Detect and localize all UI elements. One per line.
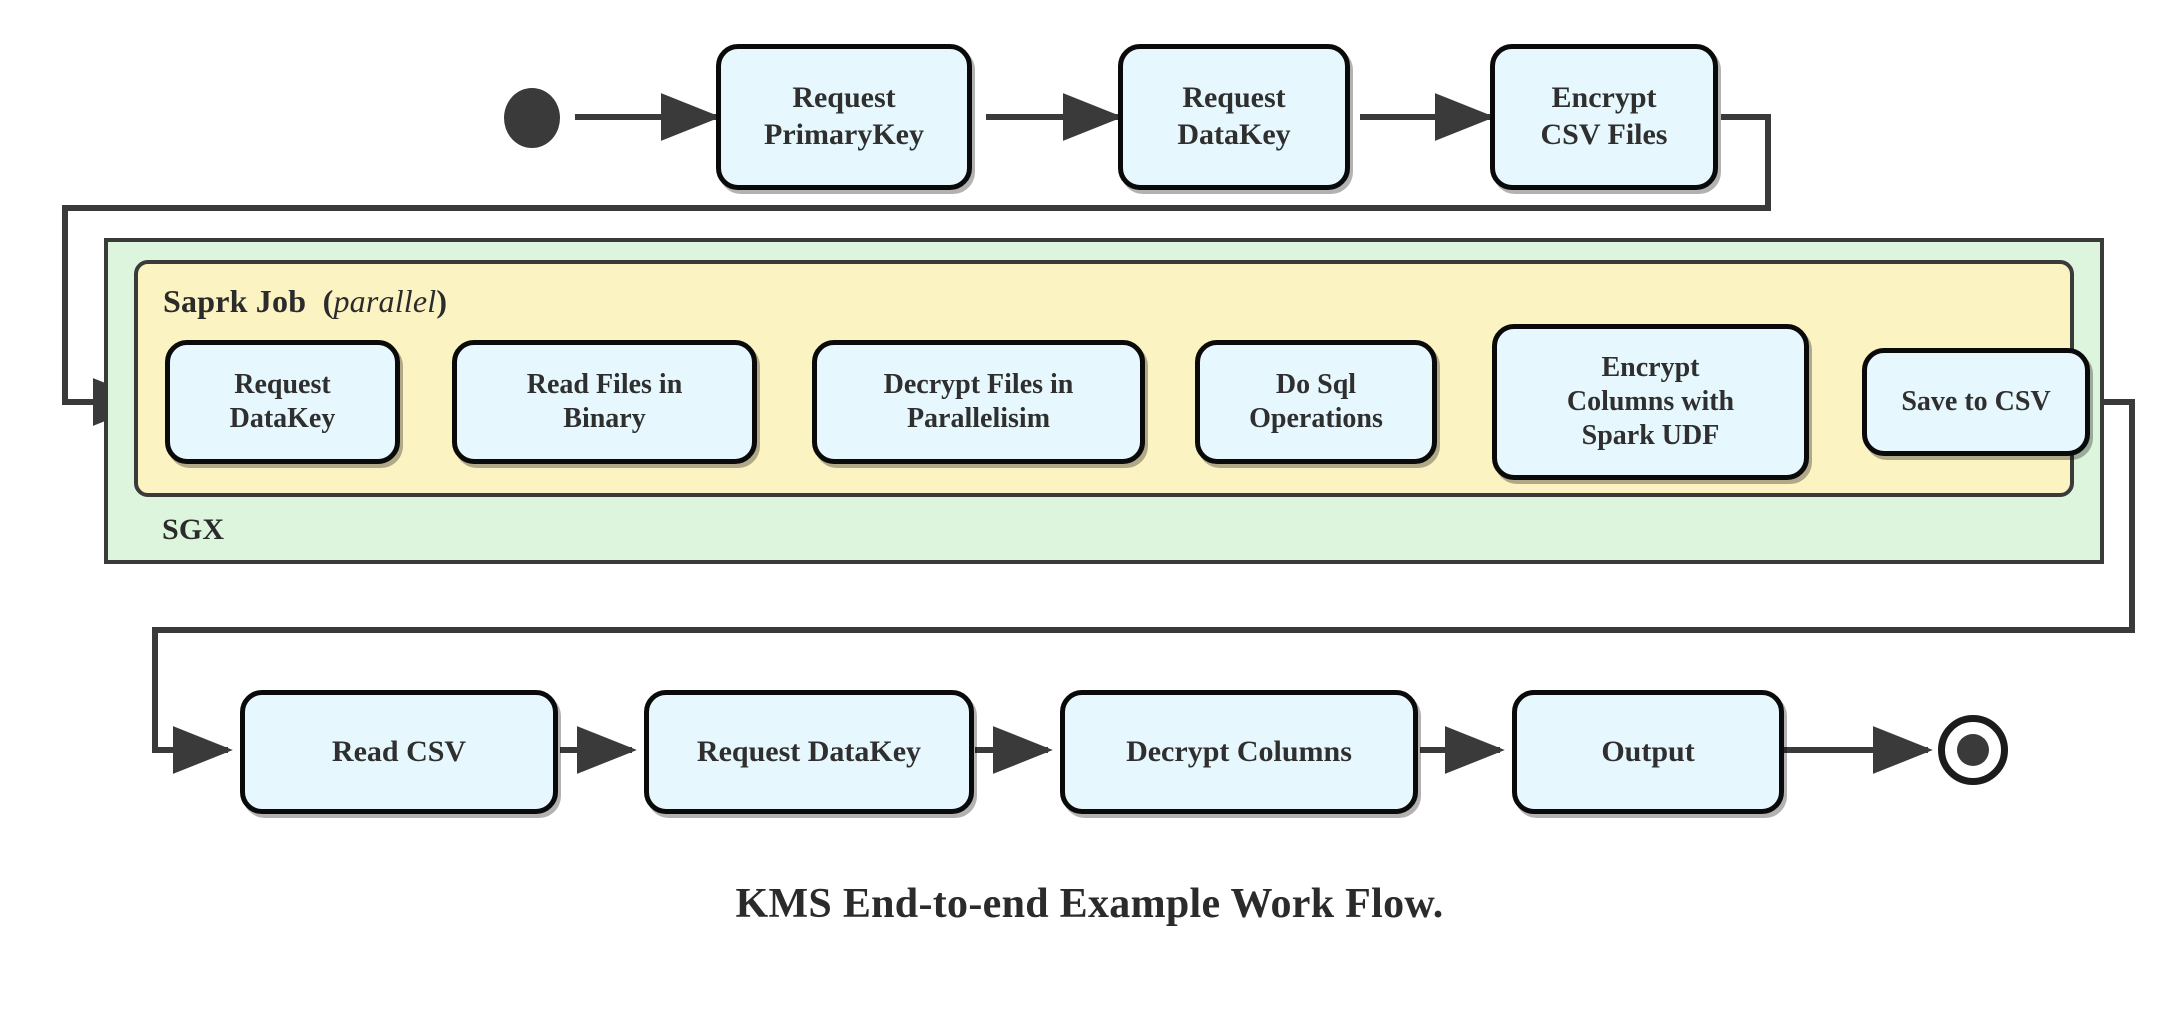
- diagram-caption: KMS End-to-end Example Work Flow.: [735, 881, 1444, 927]
- spark-job-label: Saprk Job (parallel): [163, 283, 447, 320]
- sgx-label: SGX: [162, 513, 225, 546]
- node-read-csv[interactable]: Read CSV: [240, 690, 558, 814]
- node-save-to-csv-label: Save to CSV: [1901, 385, 2051, 417]
- start-node: [504, 88, 560, 148]
- node-save-to-csv[interactable]: Save to CSV: [1862, 348, 2090, 456]
- node-decrypt-columns[interactable]: Decrypt Columns: [1060, 690, 1418, 814]
- spark-job-modifier: parallel: [333, 283, 437, 319]
- node-request-datakey-spark-label: Request DataKey: [229, 368, 336, 434]
- node-encrypt-csv-files[interactable]: Encrypt CSV Files: [1490, 44, 1718, 190]
- node-encrypt-csv-files-label: Encrypt CSV Files: [1540, 81, 1668, 151]
- node-read-files-in-binary[interactable]: Read Files in Binary: [452, 340, 757, 464]
- spark-job-title: Saprk Job: [163, 283, 307, 319]
- node-request-datakey-bottom[interactable]: Request DataKey: [644, 690, 974, 814]
- end-node-inner-dot: [1956, 733, 1990, 767]
- spark-job-paren-open: (: [322, 283, 334, 319]
- node-do-sql-operations[interactable]: Do Sql Operations: [1195, 340, 1437, 464]
- node-decrypt-files-in-parallelisim[interactable]: Decrypt Files in Parallelisim: [812, 340, 1145, 464]
- node-read-csv-label: Read CSV: [331, 734, 467, 768]
- node-request-primarykey-label: Request PrimaryKey: [764, 81, 924, 151]
- node-request-primarykey[interactable]: Request PrimaryKey: [716, 44, 972, 190]
- node-encrypt-columns-with-spark-udf-label: Encrypt Columns with Spark UDF: [1566, 351, 1735, 452]
- node-decrypt-columns-label: Decrypt Columns: [1126, 734, 1352, 768]
- node-request-datakey-top[interactable]: Request DataKey: [1118, 44, 1350, 190]
- node-request-datakey-spark[interactable]: Request DataKey: [165, 340, 400, 464]
- spark-job-paren-close: ): [436, 283, 448, 319]
- node-encrypt-columns-with-spark-udf[interactable]: Encrypt Columns with Spark UDF: [1492, 324, 1809, 480]
- node-request-datakey-bottom-label: Request DataKey: [696, 734, 922, 768]
- node-decrypt-files-in-parallelisim-label: Decrypt Files in Parallelisim: [883, 368, 1074, 434]
- node-output-label: Output: [1601, 734, 1695, 768]
- node-request-datakey-top-label: Request DataKey: [1177, 81, 1291, 151]
- node-do-sql-operations-label: Do Sql Operations: [1249, 368, 1383, 434]
- node-output[interactable]: Output: [1512, 690, 1784, 814]
- node-read-files-in-binary-label: Read Files in Binary: [526, 368, 683, 434]
- end-node: [1938, 715, 2008, 785]
